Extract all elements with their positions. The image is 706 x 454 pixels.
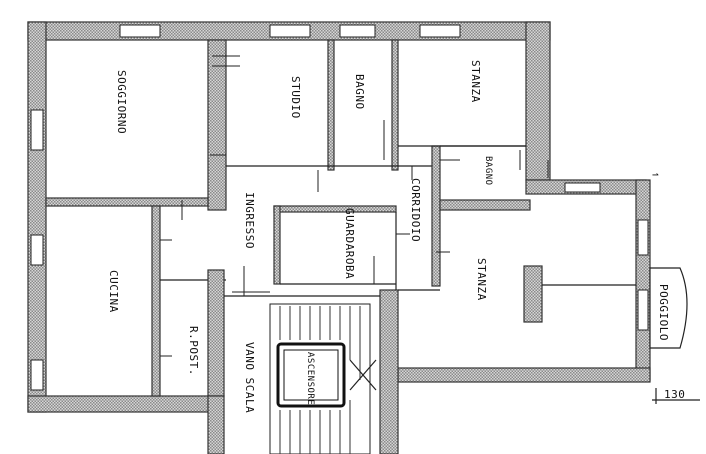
wall-soggiorno-studio	[207, 39, 227, 211]
poggiolo-outline	[649, 267, 688, 349]
wall-scala-left	[207, 395, 225, 454]
wall-studio-bagno	[327, 39, 335, 171]
room-label-vano-scala: VANO SCALA	[243, 342, 256, 413]
window-left-1	[30, 109, 44, 151]
wall-bottom-left	[27, 395, 224, 413]
wall-guardaroba	[273, 205, 397, 213]
window-top-2	[269, 24, 311, 38]
wall-bagno2-bottom	[439, 199, 531, 211]
ascensore-box	[276, 342, 346, 408]
room-label-bagno-2: BAGNO	[483, 156, 493, 186]
wall-bagno-stanza	[391, 39, 399, 171]
dimension-label: 130	[664, 388, 685, 401]
ascensore-inner	[283, 349, 339, 401]
room-label-ripost: R.POST.	[187, 326, 200, 376]
window-east-1	[637, 219, 649, 256]
window-top-3	[339, 24, 376, 38]
wall-east-bottom	[397, 367, 651, 383]
room-label-corridoio: CORRIDOIO	[409, 178, 422, 242]
room-label-soggiorno: SOGGIORNO	[115, 70, 128, 134]
wall-cucina-ripost	[151, 205, 161, 397]
wall-east-right	[635, 179, 651, 381]
window-east-top	[564, 182, 601, 193]
window-top-1	[119, 24, 161, 38]
wall-scala-right	[379, 289, 399, 454]
door-marks	[160, 55, 549, 357]
wall-ripost-right	[207, 269, 225, 397]
room-label-bagno-1: BAGNO	[353, 74, 366, 110]
room-label-studio: STUDIO	[289, 76, 302, 119]
staircase	[269, 303, 377, 454]
wall-corridoio-right	[431, 145, 441, 287]
wall-guardaroba-left	[273, 205, 281, 285]
wall-left	[27, 21, 47, 413]
window-east-2	[637, 289, 649, 331]
room-label-guardaroba: GUARDAROBA	[343, 208, 356, 279]
window-top-4	[419, 24, 461, 38]
room-label-poggiolo: POGGIOLO	[657, 284, 670, 341]
room-label-cucina: CUCINA	[107, 270, 120, 313]
north-mark-icon: ⇀	[652, 168, 659, 181]
room-label-ingresso: INGRESSO	[243, 192, 256, 249]
window-left-3	[30, 359, 44, 391]
room-label-stanza-1: STANZA	[469, 60, 482, 103]
wall-right-upper	[525, 21, 551, 181]
window-left-2	[30, 234, 44, 266]
room-label-stanza-2: STANZA	[475, 258, 488, 301]
pillar-stanza-2	[523, 265, 543, 323]
wall-soggiorno-cucina	[45, 197, 209, 207]
room-label-ascensore: ASCENSORE	[305, 352, 315, 405]
